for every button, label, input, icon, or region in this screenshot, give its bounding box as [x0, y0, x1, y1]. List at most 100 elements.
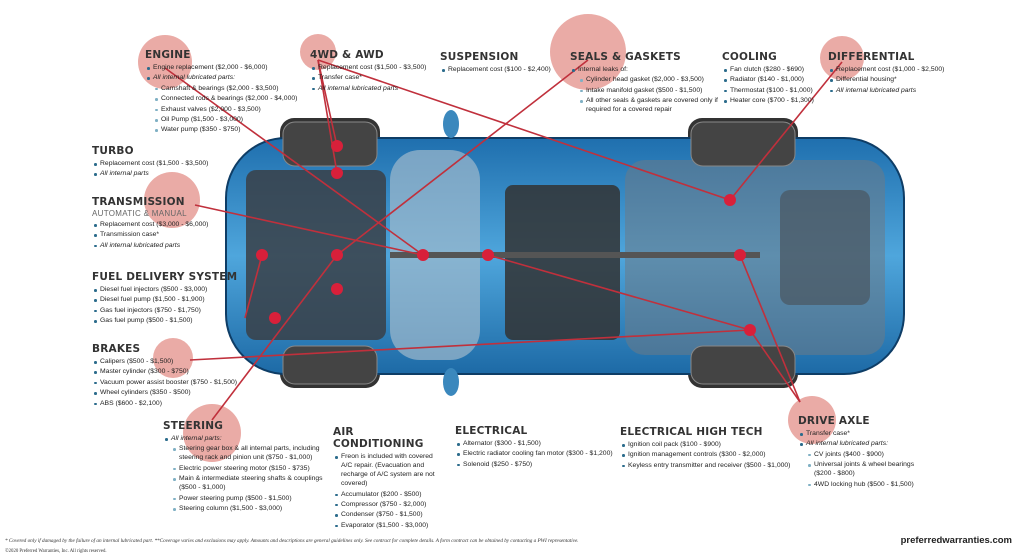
coverage-item: Master cylinder ($300 - $750): [92, 367, 237, 377]
section-electrical-high-tech: ELECTRICAL HIGH TECH Ignition coil pack (…: [620, 426, 790, 471]
section-title: SUSPENSION: [440, 51, 519, 63]
coverage-item: Oil Pump ($1,500 - $3,000): [153, 115, 297, 125]
coverage-item: Thermostat ($100 - $1,000): [722, 86, 814, 96]
coverage-item: Replacement cost ($3,000 - $6,000): [92, 220, 208, 230]
coverage-item: Transfer case*: [798, 429, 923, 439]
coverage-item: Universal joints & wheel bearings ($200 …: [806, 460, 923, 480]
section-title: TURBO: [92, 145, 134, 157]
coverage-item: All other seals & gaskets are covered on…: [578, 96, 740, 116]
coverage-item: All internal lubricated parts: [92, 241, 208, 251]
coverage-item: Transmission case*: [92, 230, 208, 240]
coverage-item: Compressor ($750 - $2,000): [333, 500, 445, 510]
section-title: FUEL DELIVERY SYSTEM: [92, 271, 238, 283]
coverage-item: Solenoid ($250 - $750): [455, 460, 613, 470]
coverage-item: Gas fuel injectors ($750 - $1,750): [92, 306, 237, 316]
section-title: DIFFERENTIAL: [828, 51, 915, 63]
coverage-item: Internal leaks of:: [570, 65, 740, 75]
coverage-item: 4WD locking hub ($500 - $1,500): [806, 480, 923, 490]
coverage-list: Replacement cost ($3,000 - $6,000)Transm…: [92, 220, 208, 251]
coverage-item: Fan clutch ($280 - $690): [722, 65, 814, 75]
coverage-item: Cylinder head gasket ($2,000 - $3,500): [578, 75, 740, 85]
section-title: BRAKES: [92, 343, 141, 355]
coverage-item: Connected rods & bearings ($2,000 - $4,0…: [153, 94, 297, 104]
coverage-list: Fan clutch ($280 - $690)Radiator ($140 -…: [722, 65, 814, 107]
coverage-list: Replacement cost ($1,000 - $2,500)Differ…: [828, 65, 944, 96]
section-steering: STEERING All internal parts:Steering gear…: [163, 420, 323, 515]
coverage-item: Replacement cost ($1,500 - $3,500): [92, 159, 208, 169]
coverage-item: Gas fuel pump ($500 - $1,500): [92, 316, 237, 326]
coverage-item: Electric power steering motor ($150 - $7…: [171, 464, 323, 474]
coverage-list: All internal parts:Steering gear box & a…: [163, 434, 323, 515]
coverage-item: Calipers ($500 - $1,500): [92, 357, 237, 367]
section-title: ELECTRICAL HIGH TECH: [620, 426, 763, 438]
coverage-list: Internal leaks of:Cylinder head gasket (…: [570, 65, 740, 116]
coverage-item: Replacement cost ($1,000 - $2,500): [828, 65, 944, 75]
highlight-circles: [138, 14, 864, 462]
car-illustration: [225, 110, 905, 396]
section-cooling: COOLING Fan clutch ($280 - $690)Radiator …: [722, 51, 814, 107]
coverage-item: Differential housing*: [828, 75, 944, 85]
website-link[interactable]: preferredwarranties.com: [900, 535, 1012, 546]
coverage-item: Camshaft & bearings ($2,000 - $3,500): [153, 84, 297, 94]
coverage-item: All internal lubricated parts: [310, 84, 426, 94]
coverage-list: Freon is included with covered A/C repai…: [333, 452, 445, 531]
coverage-list: Ignition coil pack ($100 - $900)Ignition…: [620, 440, 790, 471]
coverage-item: Heater core ($700 - $1,300): [722, 96, 814, 106]
coverage-list: Replacement cost ($100 - $2,400): [440, 65, 551, 75]
leader-lines: [164, 59, 843, 421]
coverage-item: Diesel fuel pump ($1,500 - $1,900): [92, 295, 237, 305]
section-brakes: BRAKES Calipers ($500 - $1,500)Master cyl…: [92, 343, 237, 409]
section-title: TRANSMISSION: [92, 196, 185, 208]
section-title: AIR CONDITIONING: [333, 426, 424, 450]
coverage-item: Alternator ($300 - $1,500): [455, 439, 613, 449]
coverage-item: CV joints ($400 - $900): [806, 450, 923, 460]
coverage-item: Replacement cost ($1,500 - $3,500): [310, 63, 426, 73]
section-differential: DIFFERENTIAL Replacement cost ($1,000 - $…: [828, 51, 944, 96]
coverage-list: Transfer case*All internal lubricated pa…: [798, 429, 923, 490]
coverage-item: Evaporator ($1,500 - $3,000): [333, 521, 445, 531]
coverage-list: Diesel fuel injectors ($500 - $3,000)Die…: [92, 285, 237, 327]
coverage-item: Engine replacement ($2,000 - $6,000): [145, 63, 297, 73]
section-subtitle: AUTOMATIC & MANUAL: [92, 209, 187, 218]
coverage-item: Steering gear box & all internal parts, …: [171, 444, 323, 464]
coverage-item: Intake manifold gasket ($500 - $1,500): [578, 86, 740, 96]
coverage-item: Steering column ($1,500 - $3,000): [171, 504, 323, 514]
coverage-item: Diesel fuel injectors ($500 - $3,000): [92, 285, 237, 295]
section-title: 4WD & AWD: [310, 49, 384, 61]
coverage-item: Ignition coil pack ($100 - $900): [620, 440, 790, 450]
coverage-item: All internal lubricated parts: [828, 86, 944, 96]
coverage-item: Power steering pump ($500 - $1,500): [171, 494, 323, 504]
coverage-list: Engine replacement ($2,000 - $6,000)All …: [145, 63, 297, 136]
section-title: COOLING: [722, 51, 777, 63]
coverage-item: ABS ($600 - $2,100): [92, 399, 237, 409]
coverage-item: Vacuum power assist booster ($750 - $1,5…: [92, 378, 237, 388]
coverage-item: Transfer case*: [310, 73, 426, 83]
section-title: SEALS & GASKETS: [570, 51, 681, 63]
section-suspension: SUSPENSION Replacement cost ($100 - $2,40…: [440, 51, 551, 75]
coverage-list: Replacement cost ($1,500 - $3,500)Transf…: [310, 63, 426, 94]
section-title: ELECTRICAL: [455, 425, 528, 437]
section-drive-axle: DRIVE AXLE Transfer case*All internal lub…: [798, 415, 923, 490]
section-title: DRIVE AXLE: [798, 415, 870, 427]
coverage-item: All internal lubricated parts:: [798, 439, 923, 449]
coverage-item: Condenser ($750 - $1,500): [333, 510, 445, 520]
section-seals-gaskets: SEALS & GASKETS Internal leaks of:Cylinde…: [570, 51, 740, 116]
coverage-item: All internal parts: [92, 169, 208, 179]
coverage-item: Main & intermediate steering shafts & co…: [171, 474, 323, 494]
coverage-list: Calipers ($500 - $1,500)Master cylinder …: [92, 357, 237, 409]
section-4wd-awd: 4WD & AWD Replacement cost ($1,500 - $3,5…: [310, 49, 426, 94]
footer-copyright: ©2020 Preferred Warranties, Inc. All rig…: [5, 549, 107, 554]
section-fuel-delivery: FUEL DELIVERY SYSTEM Diesel fuel injector…: [92, 271, 237, 327]
section-turbo: TURBO Replacement cost ($1,500 - $3,500)A…: [92, 145, 208, 180]
coverage-item: All internal lubricated parts:: [145, 73, 297, 83]
section-title: STEERING: [163, 420, 224, 432]
coverage-item: Keyless entry transmitter and receiver (…: [620, 461, 790, 471]
coverage-item: Exhaust valves ($2,000 - $3,500): [153, 105, 297, 115]
component-dots: [256, 140, 756, 336]
coverage-item: Freon is included with covered A/C repai…: [333, 452, 445, 490]
